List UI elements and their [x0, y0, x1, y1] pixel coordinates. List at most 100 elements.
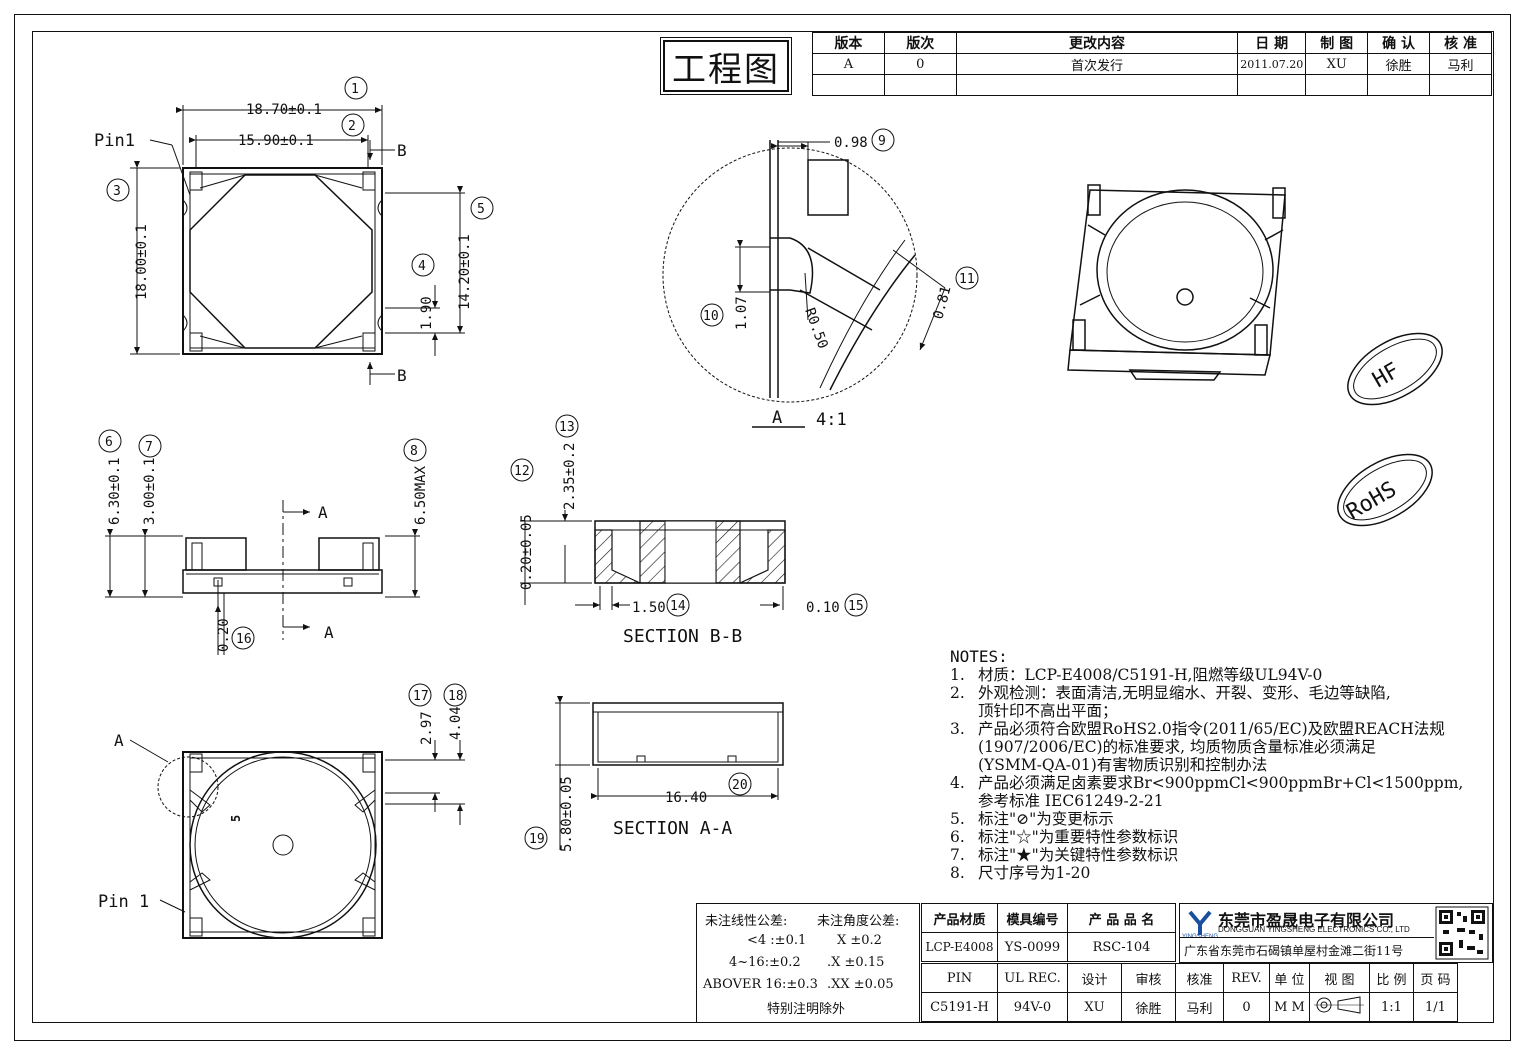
section-aa-caption: SECTION A-A	[613, 818, 732, 839]
company-block: YINGSHENG 东莞市盈晟电子有限公司 DONGGUAN YINGSHENG…	[1179, 903, 1493, 963]
note-line: (1907/2006/EC)的标准要求, 均质物质含量标准必须满足	[978, 738, 1376, 756]
callout-18: 18	[448, 689, 464, 704]
revision-table: 版本 版次 更改内容 日 期 制 图 确 认 核 准 A 0 首次发行 2011…	[812, 32, 1492, 96]
dim-6: 6.30±0.1	[107, 458, 123, 525]
tol-angle-label: 未注角度公差:	[817, 914, 900, 929]
callout-5: 5	[477, 202, 485, 217]
dim-1: 18.70±0.1	[246, 102, 322, 118]
callout-9: 9	[878, 134, 886, 149]
section-mark-a-top: A	[318, 503, 328, 522]
callout-16: 16	[236, 632, 252, 647]
section-a-a	[524, 696, 784, 850]
note-num: 7.	[950, 846, 965, 864]
note-line: 尺寸序号为1-20	[978, 864, 1091, 882]
tol-value: ABOVER 16:±0.3	[703, 977, 818, 992]
detail-label-a: A	[114, 731, 124, 750]
hf-stamp	[1347, 332, 1443, 406]
tol-value: .X ±0.15	[827, 955, 885, 970]
dim-4: 1.90	[419, 296, 435, 330]
company-logo-icon	[1188, 910, 1212, 935]
detail-a-label: A	[772, 408, 782, 428]
note-num: 4.	[950, 774, 965, 792]
section-mark-a-bottom: A	[324, 623, 334, 642]
note-line: 参考标准 IEC61249-2-21	[978, 792, 1164, 810]
note-num: 3.	[950, 720, 965, 738]
tb-header: 核准	[1175, 963, 1224, 993]
dim-7: 3.00±0.1	[142, 458, 158, 525]
title-block-top: 产品材质 模具编号 产 品 品 名 LCP-E4008 YS-0099 RSC-…	[921, 903, 1176, 962]
tb-value: RSC-104	[1067, 932, 1176, 962]
callout-7: 7	[145, 440, 153, 455]
rev-header-version: 版本	[812, 32, 885, 54]
tb-value: XU	[1067, 992, 1122, 1022]
dim-12: 0.20±0.05	[519, 514, 535, 590]
detail-view-a	[662, 128, 979, 428]
callout-12: 12	[514, 464, 530, 479]
outer-frame	[14, 14, 1511, 1041]
tb-header: 模具编号	[997, 903, 1068, 933]
pin1-label: Pin1	[94, 131, 135, 151]
note-num: 1.	[950, 666, 965, 684]
dim-16: 0.20	[216, 618, 232, 652]
rev-header-approve: 核 准	[1429, 32, 1492, 54]
dim-19: 5.80±0.05	[559, 776, 575, 852]
tb-value: C5191-H	[921, 992, 998, 1022]
tb-header: 单 位	[1269, 963, 1310, 993]
tb-header: 审核	[1121, 963, 1176, 993]
dim-20: 16.40	[665, 790, 707, 806]
dim-2: 15.90±0.1	[238, 133, 314, 149]
callout-3: 3	[113, 184, 121, 199]
dim-17: 2.97	[419, 711, 435, 745]
section-bb-caption: SECTION B-B	[623, 626, 742, 647]
callout-20: 20	[732, 778, 748, 793]
dim-3: 18.00±0.1	[134, 224, 150, 300]
dim-13: 2.35±0.2	[562, 443, 578, 510]
tb-header: 页 码	[1413, 963, 1458, 993]
section-b-b	[510, 414, 868, 617]
callout-14: 14	[670, 599, 686, 614]
note-num: 5.	[950, 810, 965, 828]
rev-cell: 马利	[1429, 53, 1492, 75]
rev-cell: 首次发行	[955, 53, 1239, 75]
callout-4: 4	[418, 259, 426, 274]
callout-8: 8	[410, 444, 418, 459]
rev-header-change: 更改内容	[955, 32, 1239, 54]
tolerance-block: 未注线性公差: 未注角度公差: <4 :±0.1 X ±0.2 4~16:±0.…	[696, 903, 920, 1023]
callout-6: 6	[105, 435, 113, 450]
tb-value: 1:1	[1369, 992, 1414, 1022]
callout-13: 13	[559, 420, 575, 435]
note-line: 材质：LCP-E4008/C5191-H,阻燃等级UL94V-0	[978, 666, 1323, 684]
section-mark-b-bottom: B	[397, 366, 407, 385]
title-block-bottom: PIN UL REC. 设计 审核 核准 REV. 单 位 视 图 比 例 页 …	[921, 963, 1458, 1022]
note-num: 6.	[950, 828, 965, 846]
projection-symbol-icon	[1309, 992, 1370, 1022]
note-line: 标注"☆"为重要特性参数标识	[978, 828, 1179, 846]
notes-heading: NOTES:	[950, 647, 1008, 666]
dim-11: 0.81	[930, 284, 954, 321]
rohs-stamp	[1337, 453, 1433, 527]
tol-linear-label: 未注线性公差:	[705, 914, 788, 929]
rev-header-confirm: 确 认	[1367, 32, 1431, 54]
side-view	[98, 429, 427, 655]
isometric-view	[1067, 184, 1286, 381]
tol-value: X ±0.2	[837, 933, 882, 948]
note-line: (YSMM-QA-01)有害物质识别和控制办法	[978, 756, 1268, 774]
tb-header: UL REC.	[997, 963, 1068, 993]
dim-8: 6.50MAX	[413, 465, 429, 525]
tb-value: 马利	[1175, 992, 1224, 1022]
detail-scale: 4:1	[816, 410, 847, 430]
callout-1: 1	[351, 82, 359, 97]
dim-18: 4.04	[448, 706, 464, 740]
callout-19: 19	[529, 832, 545, 847]
tb-header: PIN	[921, 963, 998, 993]
callout-15: 15	[848, 599, 864, 614]
note-num: 2.	[950, 684, 965, 702]
tb-value: LCP-E4008	[921, 932, 998, 962]
tb-value: 0	[1223, 992, 1270, 1022]
notes-section: NOTES: 1. 材质：LCP-E4008/C5191-H,阻燃等级UL94V-…	[950, 647, 1463, 883]
tb-header: 产品材质	[921, 903, 998, 933]
company-name-en: DONGGUAN YINGSHENG ELECTRONICS CO., LTD	[1218, 925, 1410, 934]
tb-header: 产 品 品 名	[1067, 903, 1176, 933]
drawing-title: 工程图	[663, 40, 789, 92]
tol-value: .XX ±0.05	[827, 977, 894, 992]
